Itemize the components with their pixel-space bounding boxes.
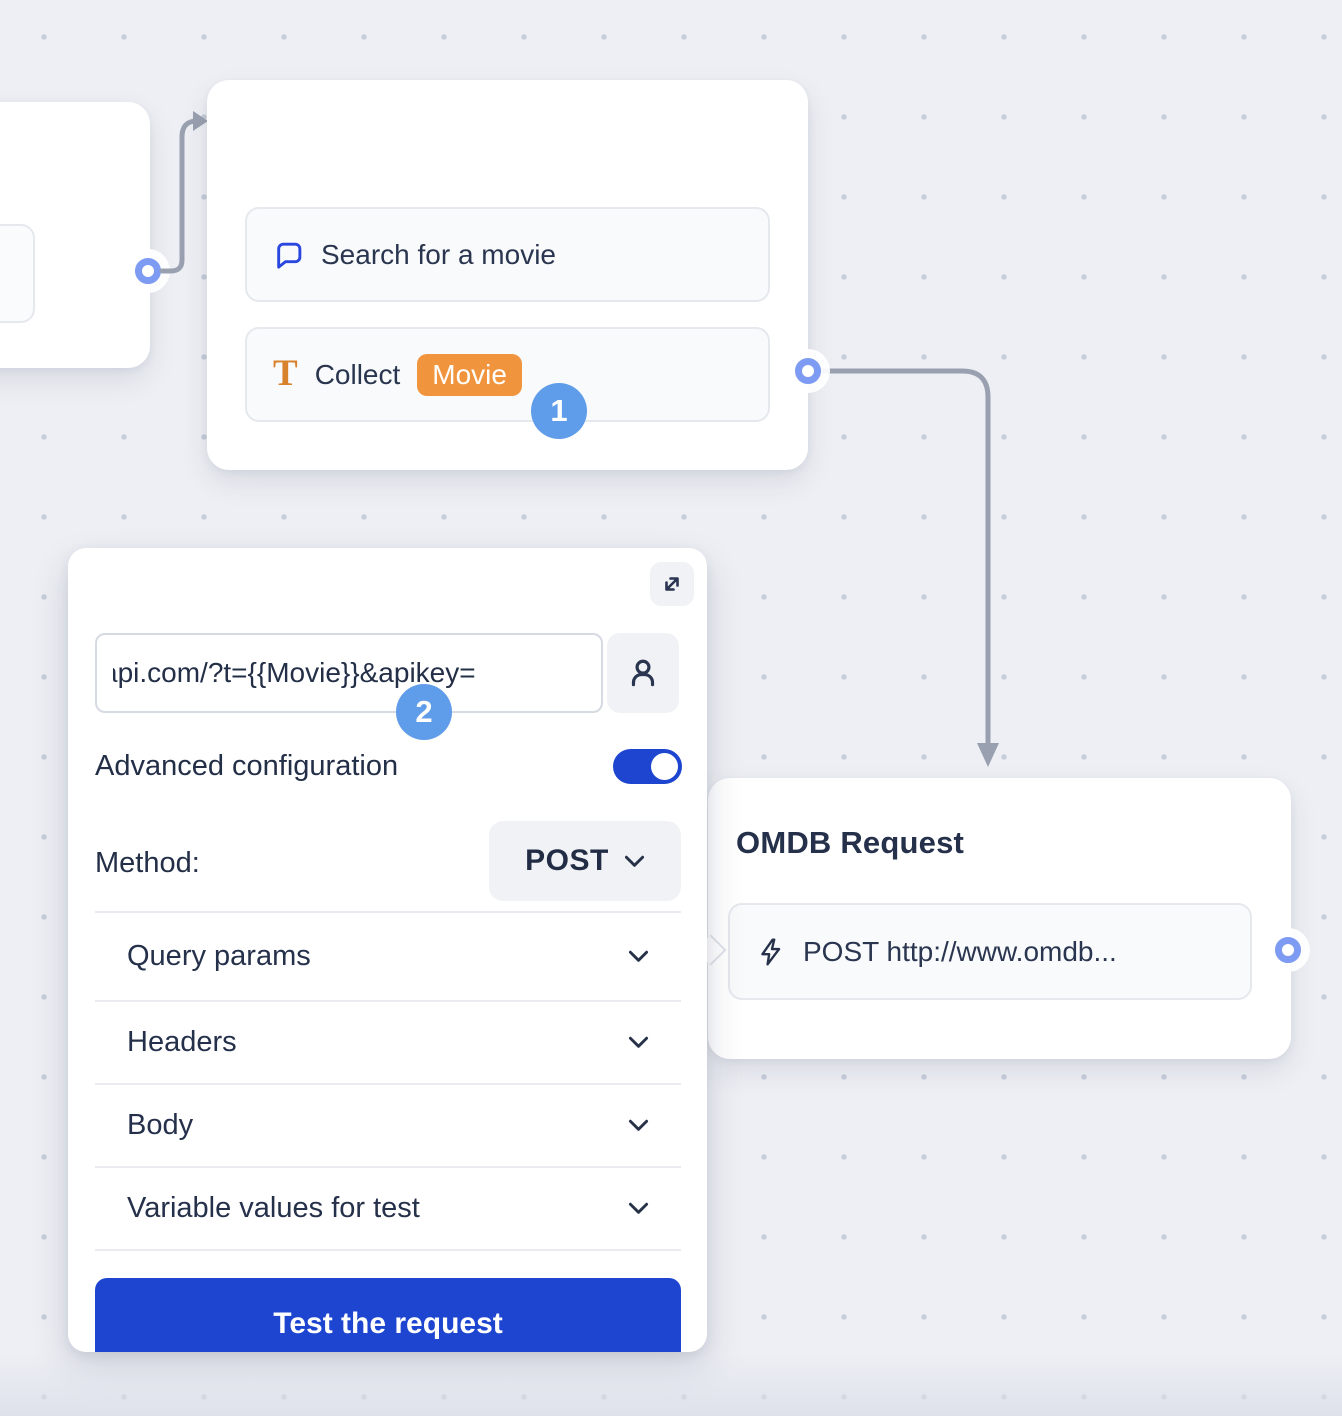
section-query-params[interactable]: Query params xyxy=(95,913,681,1002)
test-request-button[interactable]: Test the request xyxy=(95,1278,681,1352)
variable-chip: Movie xyxy=(417,353,522,396)
section-label: Variable values for test xyxy=(127,1192,420,1224)
user-icon xyxy=(625,655,661,691)
section-variable-values[interactable]: Variable values for test xyxy=(95,1168,681,1251)
section-body[interactable]: Body xyxy=(95,1085,681,1168)
advanced-configuration-toggle[interactable] xyxy=(613,749,682,784)
section-label: Body xyxy=(127,1109,194,1141)
chevron-down-icon xyxy=(628,950,649,963)
advanced-configuration-label: Advanced configuration xyxy=(95,750,399,782)
step-badge-1: 1 xyxy=(531,383,587,439)
expand-button[interactable] xyxy=(650,562,694,606)
method-value: POST xyxy=(525,844,609,877)
node-title: OMDB Request xyxy=(736,825,965,860)
chevron-down-icon xyxy=(624,855,645,868)
text-variable-icon: T xyxy=(273,353,298,394)
lightning-icon xyxy=(756,937,786,967)
previous-node-item[interactable] xyxy=(0,224,35,323)
chevron-down-icon xyxy=(628,1119,649,1132)
chat-bubble-icon xyxy=(273,239,304,270)
output-port[interactable] xyxy=(1275,937,1301,963)
request-url-input[interactable] xyxy=(95,633,603,713)
expand-diagonal-icon xyxy=(659,571,685,597)
previous-node-card[interactable] xyxy=(0,102,161,368)
step-badge-2: 2 xyxy=(396,684,452,740)
request-sections: Query params Headers Body xyxy=(95,911,681,1251)
request-config-panel: Advanced configuration Method: POST Quer… xyxy=(68,548,707,1352)
webhook-item[interactable]: POST http://www.omdb... xyxy=(728,903,1252,1000)
collect-item-label: Collect xyxy=(314,358,401,390)
toggle-knob xyxy=(651,753,678,780)
message-item[interactable]: Search for a movie xyxy=(245,207,770,302)
method-label: Method: xyxy=(95,847,200,879)
webhook-item-label: POST http://www.omdb... xyxy=(803,935,1117,967)
chevron-down-icon xyxy=(628,1036,649,1049)
chevron-down-icon xyxy=(628,1202,649,1215)
method-dropdown[interactable]: POST xyxy=(489,821,681,901)
movie-search-node-card[interactable]: Movie search Search for a movie T Collec… xyxy=(207,80,821,470)
output-port[interactable] xyxy=(795,358,821,384)
section-label: Query params xyxy=(127,940,311,972)
section-headers[interactable]: Headers xyxy=(95,1002,681,1085)
omdb-request-node-card[interactable]: OMDB Request POST http://www.omdb... xyxy=(695,778,1301,1059)
section-label: Headers xyxy=(127,1026,237,1058)
collect-item[interactable]: T Collect Movie xyxy=(245,327,770,422)
output-port[interactable] xyxy=(135,258,161,284)
message-item-label: Search for a movie xyxy=(321,238,556,270)
user-variable-button[interactable] xyxy=(607,633,679,713)
